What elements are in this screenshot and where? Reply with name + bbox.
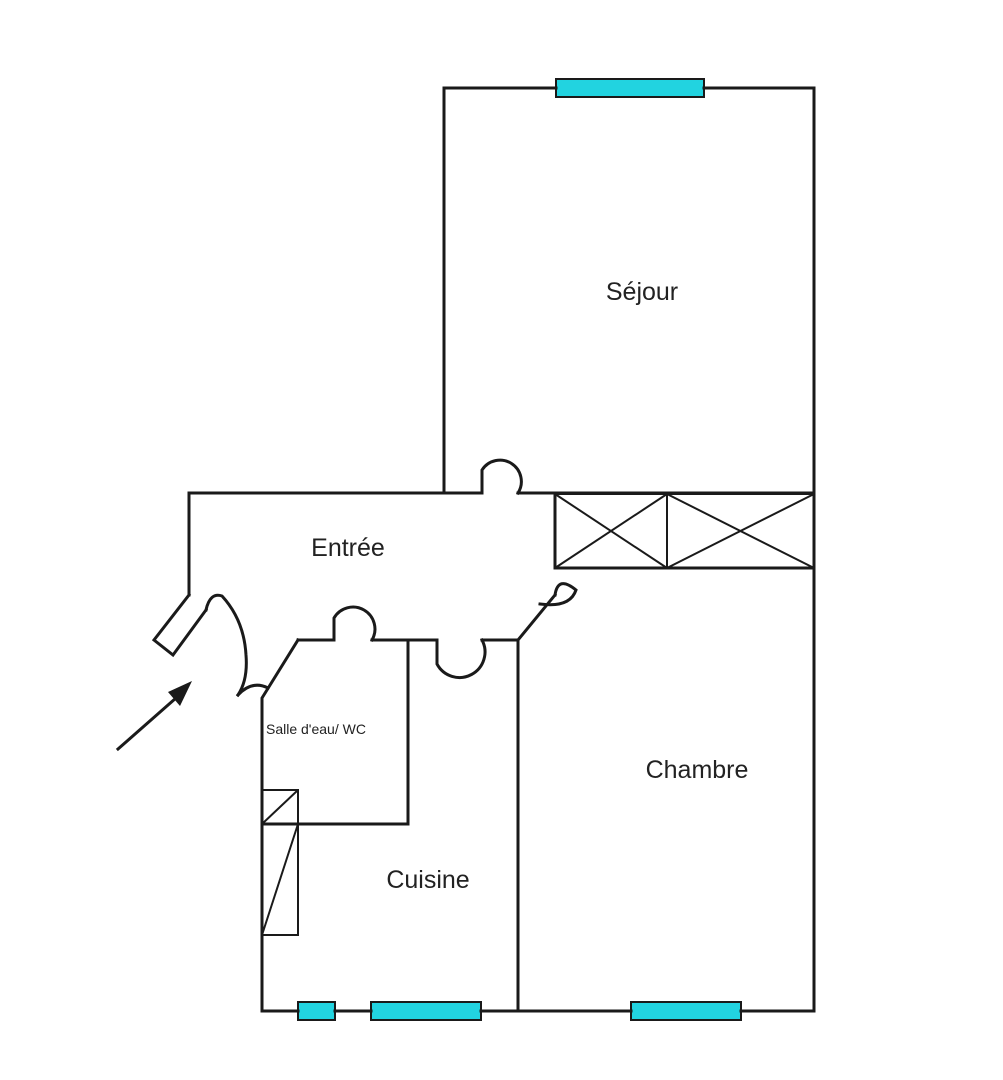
window-chambre-bottom: [630, 1001, 742, 1021]
storage-x-icon: [554, 493, 815, 569]
room-label-chambre: Chambre: [646, 756, 749, 784]
wall-entree-top: [187, 491, 484, 597]
wall-entree-bottom-c: [480, 592, 558, 642]
window-cuisine-large: [370, 1001, 482, 1021]
window-sejour-top: [555, 78, 705, 98]
door-swing-icon: [204, 458, 578, 698]
window-cuisine-small: [297, 1001, 336, 1021]
room-label-sde: Salle d'eau/ WC: [266, 721, 366, 737]
walls: [151, 86, 816, 1013]
room-label-sejour: Séjour: [606, 278, 678, 306]
room-label-entree: Entrée: [311, 534, 385, 562]
room-label-cuisine: Cuisine: [386, 866, 469, 894]
wall-sejour-left: [442, 86, 558, 495]
arrow-icon: [115, 681, 192, 752]
kitchen-counter: [261, 789, 299, 936]
wall-entree-left-jamb: [151, 592, 209, 658]
